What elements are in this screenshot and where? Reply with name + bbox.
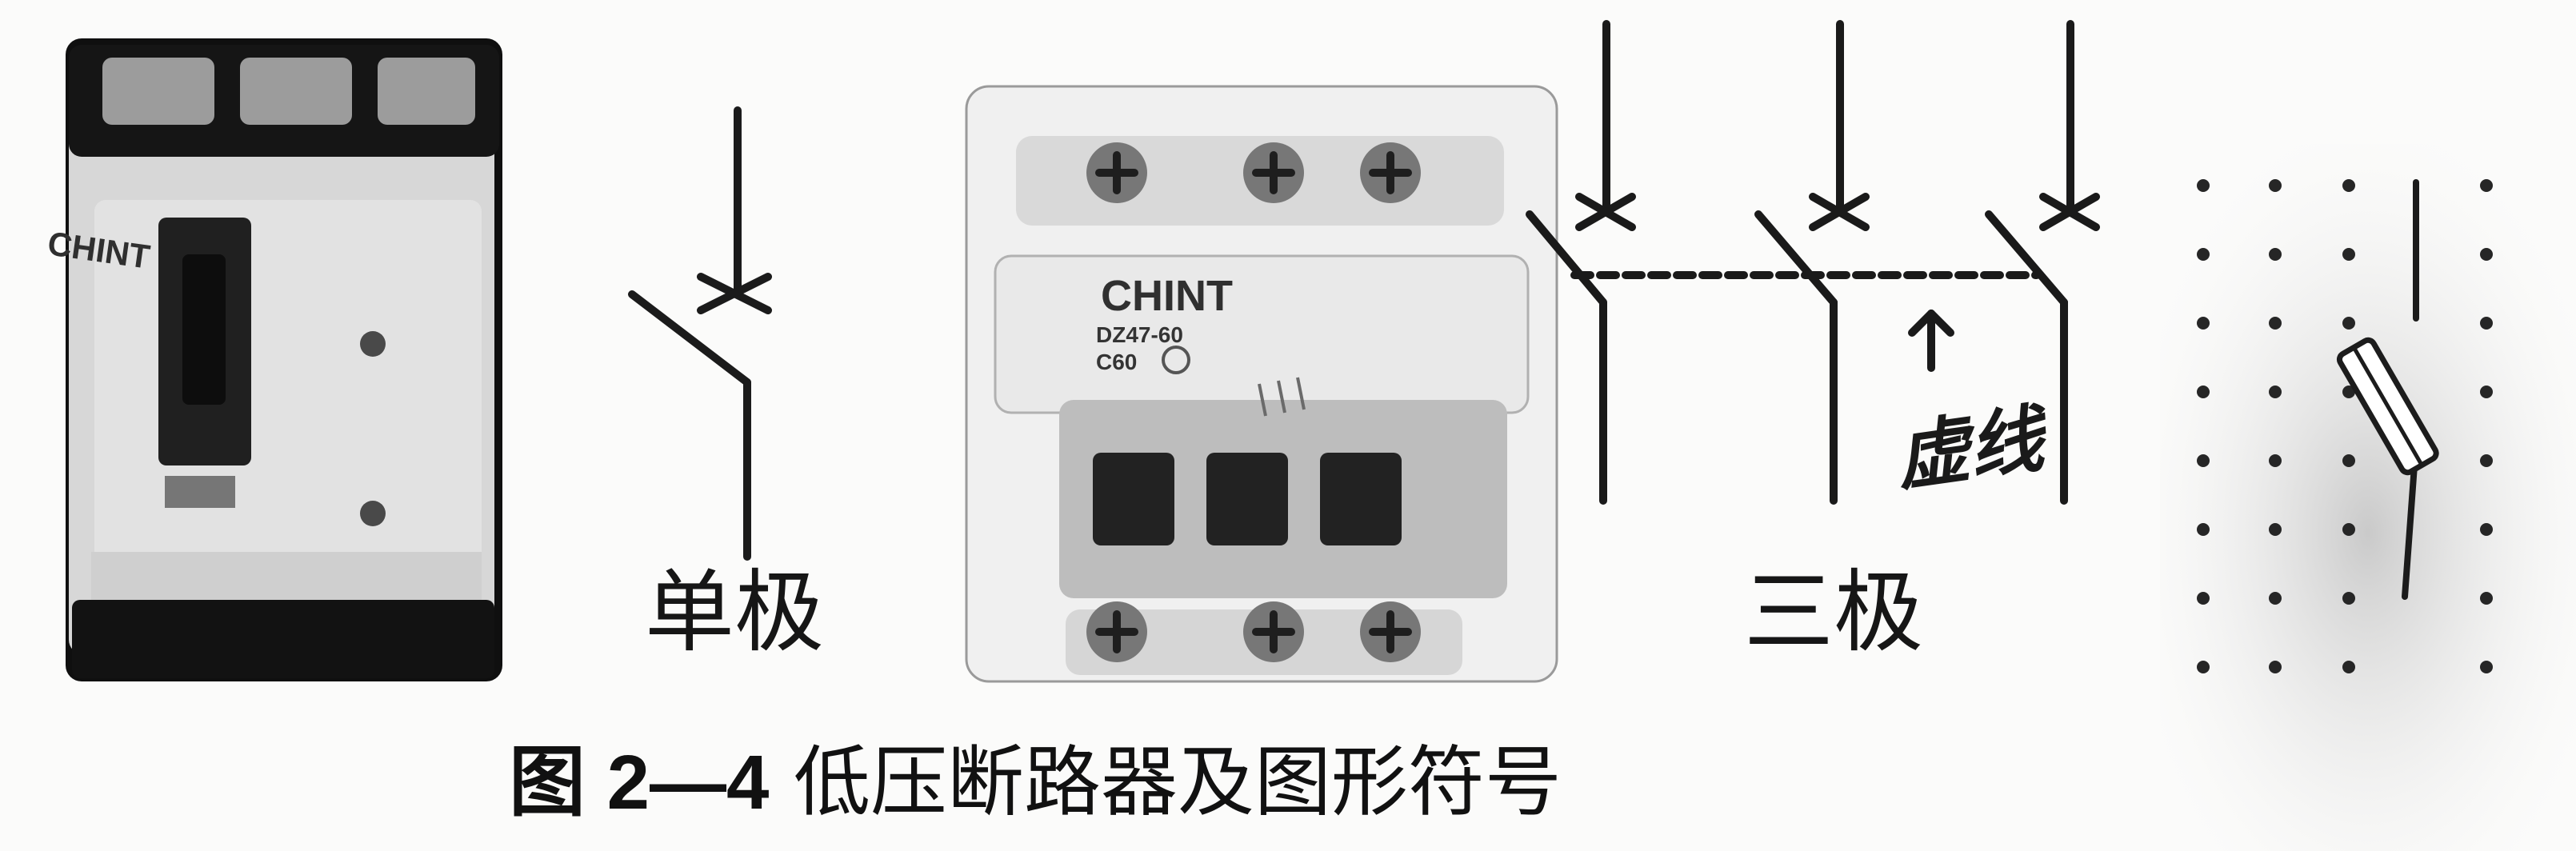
single-pole-symbol: [628, 106, 772, 561]
molded-case-left-screw: [360, 331, 386, 357]
figure-number: 图 2—4: [509, 740, 770, 825]
figure-caption-text: 低压断路器及图形符号: [793, 737, 1562, 827]
molded-case-breaker-photo: CHINT: [46, 38, 502, 681]
three-pole-label: 三极: [1744, 561, 1923, 665]
dotted-board-illustration: [2160, 144, 2576, 851]
miniature-brand-text: CHINT: [1101, 272, 1233, 320]
miniature-breaker-photo: CHINT DZ47-60 C60: [965, 85, 1558, 683]
molded-case-right-screw: [360, 501, 386, 526]
miniature-model-text: DZ47-60: [1096, 322, 1183, 347]
dashed-link-note: 虚线: [1890, 395, 2049, 501]
three-pole-symbol: [1526, 20, 2100, 505]
miniature-rating-text: C60: [1096, 350, 1137, 374]
single-pole-label: 单极: [645, 561, 824, 665]
figure-caption: 图 2—4 低压断路器及图形符号: [509, 744, 1562, 821]
